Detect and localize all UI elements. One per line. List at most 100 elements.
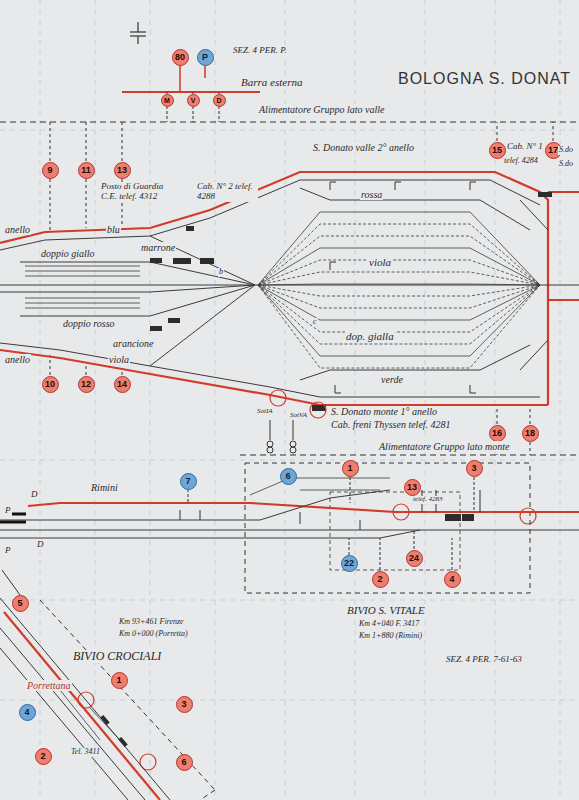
callout-text: 15 bbox=[492, 146, 502, 155]
substation-name: SotVA bbox=[289, 412, 308, 420]
callout-number: 2 bbox=[372, 571, 389, 588]
cabin-symbol bbox=[150, 192, 552, 521]
callout-text: M bbox=[164, 97, 170, 104]
track-colour: marrone bbox=[140, 242, 176, 253]
callout-text: 6 bbox=[285, 472, 290, 481]
callout-number: 6 bbox=[280, 468, 297, 485]
junction-tracks bbox=[0, 570, 215, 800]
callout-number: 4 bbox=[444, 571, 461, 588]
callout-text: 17 bbox=[548, 146, 558, 155]
callout-number: 18 bbox=[522, 425, 539, 442]
cabin-name: Cab. N° 2 telef. 4288 bbox=[196, 182, 258, 202]
callout-number: 1 bbox=[111, 672, 128, 689]
callout-text: 18 bbox=[525, 429, 535, 438]
signal-name: P bbox=[4, 546, 12, 556]
callout-number: 13 bbox=[114, 162, 131, 179]
phone-number: Tel. 3411 bbox=[70, 748, 101, 757]
callout-text: 9 bbox=[47, 166, 52, 175]
callout-text: 13 bbox=[117, 166, 127, 175]
junction-name: BIVIO S. VITALE bbox=[346, 604, 426, 616]
callout-number: 15 bbox=[489, 142, 506, 159]
callout-text: 1 bbox=[116, 676, 121, 685]
cabin-name: Cab. freni Thyssen telef. 4281 bbox=[330, 419, 452, 430]
junction-name: BIVIO CROCIALI bbox=[72, 650, 162, 663]
track-colour: arancione bbox=[112, 338, 155, 349]
feeder-name: Alimentatore Gruppo lato monte bbox=[378, 441, 510, 452]
callout-number: 12 bbox=[78, 376, 95, 393]
ring-name: anello bbox=[4, 224, 31, 235]
callout-text: 16 bbox=[492, 429, 502, 438]
line-name: Porrettana bbox=[26, 680, 72, 691]
callout-number: 2 bbox=[35, 748, 52, 765]
signal-symbol bbox=[267, 182, 476, 453]
signal-name: D bbox=[36, 540, 45, 550]
callout-number: 3 bbox=[176, 696, 193, 713]
point-letter: c bbox=[312, 318, 318, 327]
parallel-tracks bbox=[25, 266, 140, 308]
track-colour: dop. gialla bbox=[345, 330, 395, 342]
callout-text: 6 bbox=[181, 758, 186, 767]
busbar-name: Barra esterna bbox=[240, 76, 303, 88]
callout-number: 1 bbox=[342, 460, 359, 477]
callout-text: D bbox=[216, 97, 221, 104]
callout-text: 3 bbox=[471, 464, 476, 473]
track-colour: viola bbox=[368, 256, 392, 268]
feeder-lines bbox=[0, 65, 579, 455]
callout-number: 10 bbox=[42, 376, 59, 393]
callout-number: 13 bbox=[404, 479, 421, 496]
callout-text: 13 bbox=[407, 483, 417, 492]
callout-text: 1 bbox=[347, 464, 352, 473]
callout-number: 22 bbox=[341, 555, 358, 572]
callout-number: 6 bbox=[176, 754, 193, 771]
callout-text: 2 bbox=[40, 752, 45, 761]
callout-text: 4 bbox=[449, 575, 454, 584]
track-colour: verde bbox=[380, 374, 404, 385]
callout-number: 11 bbox=[78, 162, 95, 179]
ring-name: S.do bbox=[558, 146, 574, 155]
line-name: Rimini bbox=[90, 482, 119, 493]
callout-text: 3 bbox=[181, 700, 186, 709]
track-colour: doppio rosso bbox=[62, 318, 116, 329]
ring-name: anello bbox=[4, 354, 31, 365]
callout-text: 12 bbox=[81, 380, 91, 389]
callout-number: 16 bbox=[489, 425, 506, 442]
feeder-name: Alimentatore Gruppo lato valle bbox=[258, 104, 385, 115]
section-note: SEZ. 4 PER. P. bbox=[232, 46, 288, 56]
callout-number: M bbox=[161, 94, 174, 107]
callout-text: 2 bbox=[377, 575, 382, 584]
callout-number: D bbox=[213, 94, 226, 107]
callout-text: 14 bbox=[117, 380, 127, 389]
callout-number: 3 bbox=[466, 460, 483, 477]
callout-text: 11 bbox=[81, 166, 91, 175]
cabin-name: Cab. N° 1 bbox=[506, 142, 544, 152]
section-note: SEZ. 4 PER. 7-61-63 bbox=[445, 655, 523, 665]
ring-name: S. Donato monte 1° anello bbox=[330, 406, 438, 417]
phone-number: telef. 4284 bbox=[503, 157, 539, 166]
callout-number: 7 bbox=[180, 473, 197, 490]
track-colour: doppio giallo bbox=[40, 248, 96, 259]
station-title: BOLOGNA S. DONAT bbox=[398, 70, 571, 88]
signal-name: P bbox=[4, 506, 12, 516]
callout-number: 5 bbox=[12, 595, 29, 612]
kilometre-mark: Km 93+461 Firenze bbox=[118, 618, 185, 627]
phone-number: telef. 4283 bbox=[412, 496, 446, 504]
section-marker bbox=[78, 390, 536, 770]
callout-text: 10 bbox=[45, 380, 55, 389]
callout-text: 4 bbox=[24, 708, 29, 717]
ring-name: S.do bbox=[558, 160, 574, 169]
callout-number: 9 bbox=[42, 162, 59, 179]
callout-text: 80 bbox=[175, 53, 185, 62]
junction-tracks bbox=[0, 463, 579, 593]
track-colour: blu bbox=[106, 224, 121, 235]
callout-text: 24 bbox=[409, 554, 419, 563]
kilometre-mark: Km 4+040 F. 3417 bbox=[358, 620, 420, 629]
point-letter: b bbox=[218, 268, 224, 277]
callout-text: 7 bbox=[185, 477, 190, 486]
callout-number: 24 bbox=[406, 550, 423, 567]
post-name: Posto di Guardia C.E. telef. 4312 bbox=[100, 182, 172, 202]
callout-number: P bbox=[197, 49, 214, 66]
callout-text: 22 bbox=[344, 559, 354, 568]
